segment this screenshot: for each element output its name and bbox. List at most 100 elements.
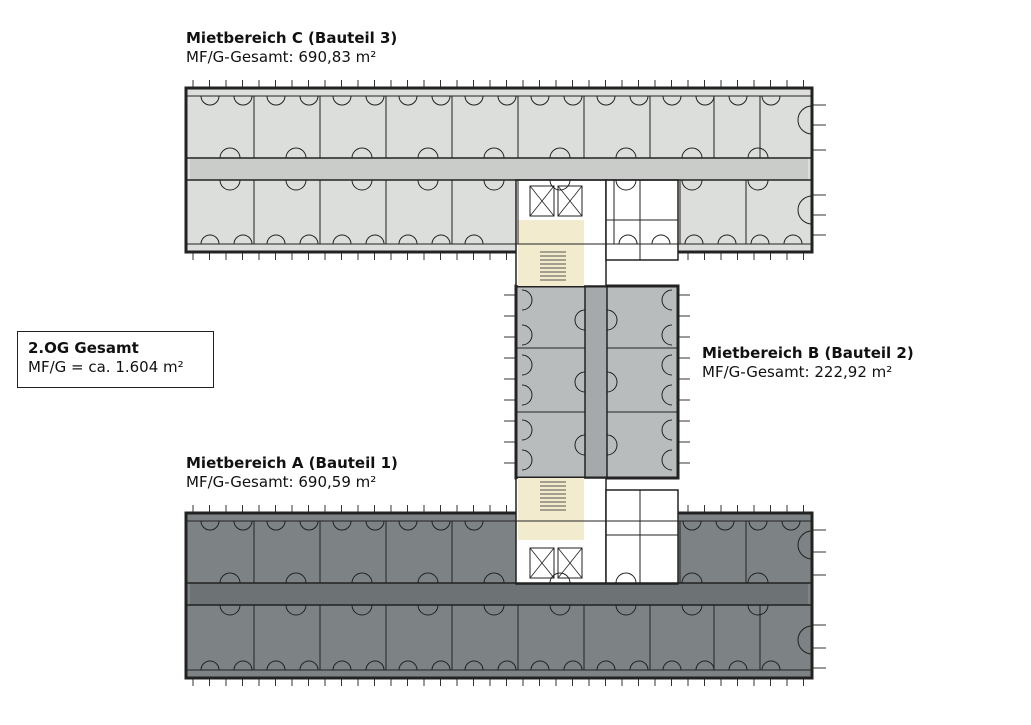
area-size-b: MF/G-Gesamt: 222,92 m² (702, 363, 893, 381)
area-title-b: Mietbereich B (Bauteil 2) (702, 344, 914, 362)
door-swing (464, 234, 484, 245)
door-swing (661, 324, 673, 346)
door-swing (797, 105, 813, 135)
door-swing (365, 95, 385, 106)
walls (186, 95, 812, 671)
lift-cross (529, 547, 555, 579)
door-swing (464, 660, 484, 671)
door-swing (200, 234, 220, 245)
door-swing (521, 324, 533, 346)
door-swing (615, 147, 637, 159)
door-swing (574, 309, 586, 331)
door-swing (233, 95, 253, 106)
lift-cross (557, 185, 583, 217)
door-swing (615, 179, 637, 191)
door-swing (219, 179, 241, 191)
door-swing (618, 234, 638, 245)
area-size-a: MF/G-Gesamt: 690,59 m² (186, 473, 377, 491)
door-swing (615, 604, 637, 616)
area-title-c: Mietbereich C (Bauteil 3) (186, 29, 398, 47)
door-swing (574, 434, 586, 456)
wing-a-corridor (190, 583, 808, 605)
upper-stair (518, 220, 584, 286)
door-swing (285, 572, 307, 584)
total-size: MF/G = ca. 1.604 m² (28, 358, 184, 376)
door-swing (464, 520, 484, 531)
door-swing (563, 660, 583, 671)
door-swing (606, 434, 618, 456)
area-label-a: Mietbereich A (Bauteil 1) MF/G-Gesamt: 6… (186, 454, 398, 492)
door-swing (661, 354, 673, 376)
door-swing (521, 289, 533, 311)
door-swing (747, 572, 769, 584)
door-swing (219, 147, 241, 159)
wing-c-corridor (190, 158, 808, 180)
door-swing (747, 147, 769, 159)
total-box: 2.OG Gesamt MF/G = ca. 1.604 m² (17, 331, 214, 388)
door-swing (781, 520, 801, 531)
door-swing (398, 234, 418, 245)
door-swing (483, 572, 505, 584)
door-swing (398, 95, 418, 106)
lift-lower-1 (529, 547, 555, 579)
lift-cross (529, 185, 555, 217)
door-swing (662, 660, 682, 671)
door-swing (761, 660, 781, 671)
door-swing (797, 625, 813, 655)
door-swing (365, 660, 385, 671)
door-swing (351, 604, 373, 616)
door-swing (497, 95, 517, 106)
door-swing (332, 660, 352, 671)
door-swing (332, 234, 352, 245)
door-swing (365, 234, 385, 245)
door-swing (266, 234, 286, 245)
door-swing (596, 95, 616, 106)
door-swings (200, 95, 813, 671)
total-title: 2.OG Gesamt (28, 339, 139, 357)
door-swing (549, 604, 571, 616)
door-swing (521, 419, 533, 441)
door-swing (661, 449, 673, 471)
door-swing (574, 371, 586, 393)
door-swing (728, 660, 748, 671)
door-swing (266, 95, 286, 106)
wing-c-outline (184, 86, 814, 254)
door-swing (351, 179, 373, 191)
area-title-a: Mietbereich A (Bauteil 1) (186, 454, 398, 472)
door-swing (563, 95, 583, 106)
door-swing (299, 234, 319, 245)
door-swing (747, 604, 769, 616)
lower-wc (605, 489, 679, 585)
door-swing (747, 179, 769, 191)
door-swing (417, 179, 439, 191)
door-swing (715, 520, 735, 531)
wing-b-corridor (585, 286, 607, 478)
door-swing (497, 660, 517, 671)
door-swing (684, 234, 704, 245)
door-swing (200, 660, 220, 671)
door-swing (549, 147, 571, 159)
door-swing (417, 604, 439, 616)
door-swing (431, 520, 451, 531)
door-swing (606, 309, 618, 331)
door-swing (596, 660, 616, 671)
lift-lower-2 (557, 547, 583, 579)
lift-upper-1 (529, 185, 555, 217)
door-swing (332, 95, 352, 106)
door-swing (299, 660, 319, 671)
door-swing (483, 179, 505, 191)
door-swing (682, 520, 702, 531)
door-swing (483, 147, 505, 159)
door-swing (662, 95, 682, 106)
door-swing (629, 660, 649, 671)
door-swing (629, 95, 649, 106)
area-size-c: MF/G-Gesamt: 690,83 m² (186, 48, 377, 66)
door-swing (431, 95, 451, 106)
door-swing (521, 384, 533, 406)
lower-stair (518, 478, 584, 540)
door-swing (417, 147, 439, 159)
door-swing (661, 384, 673, 406)
door-swing (351, 572, 373, 584)
door-swing (750, 234, 770, 245)
